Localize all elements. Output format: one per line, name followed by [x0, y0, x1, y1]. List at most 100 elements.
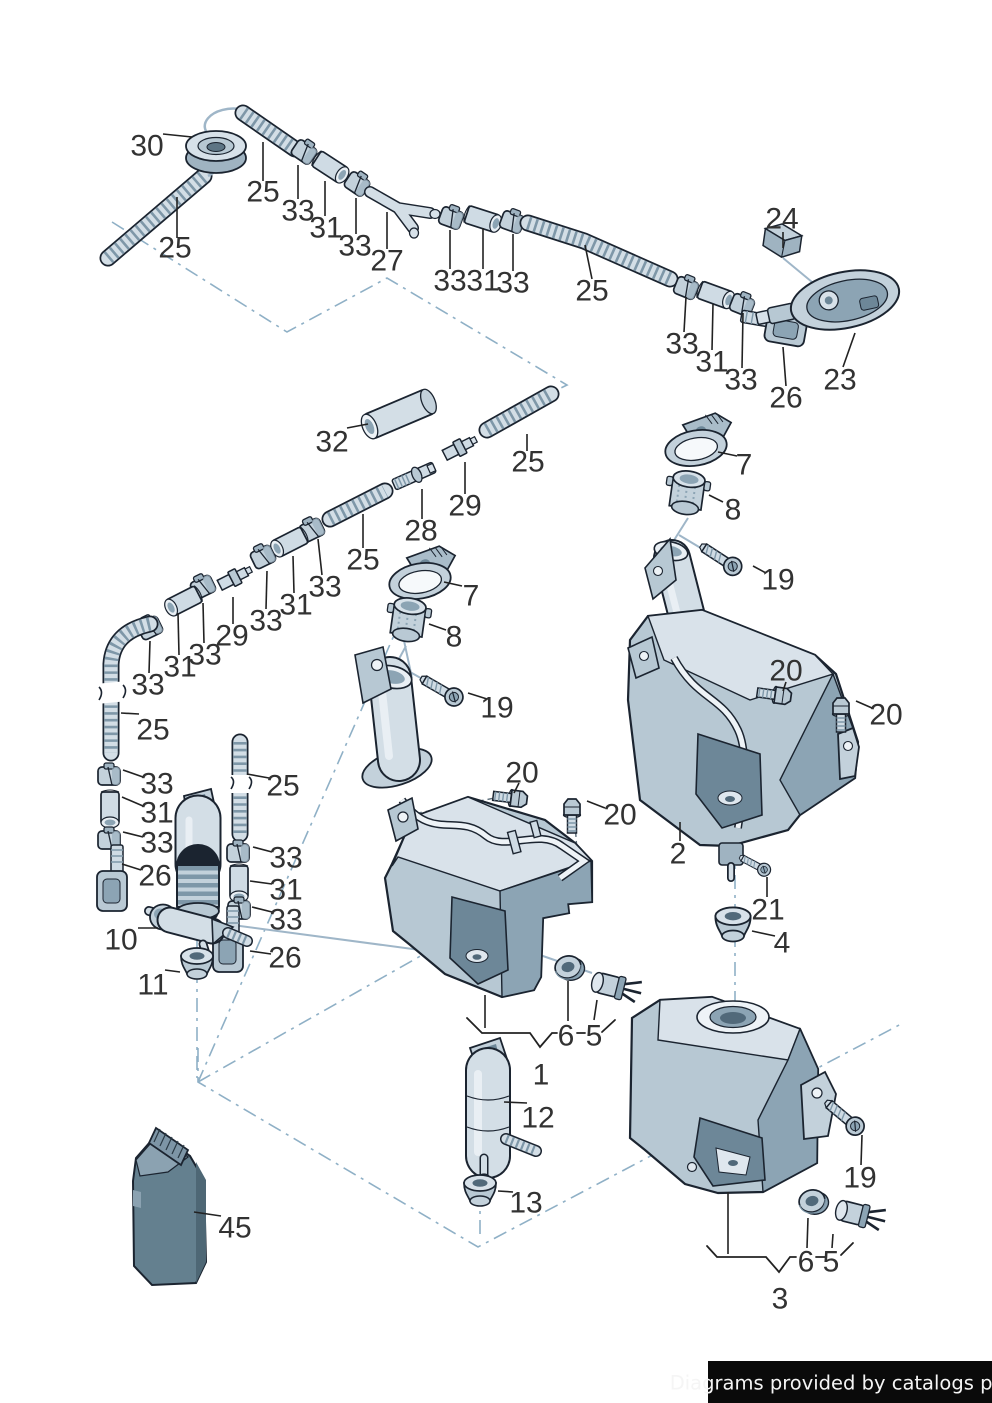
washer-pump-bellows [174, 787, 222, 928]
construction-line-2 [197, 1022, 904, 1248]
part-label-30: 30 [130, 130, 163, 163]
footer-credit-text: Diagrams provided by catalogs parts [670, 1372, 992, 1395]
screw-19 [695, 537, 747, 580]
y-connector-27 [364, 186, 441, 239]
leader-line-41 [249, 880, 273, 885]
connector-29 [215, 561, 256, 594]
strainer-8 [661, 467, 713, 519]
leader-line-12 [711, 303, 714, 351]
leader-line-34 [121, 796, 144, 807]
leader-line-15 [842, 332, 856, 368]
washer-pump-12 [465, 1036, 542, 1181]
part-label-1: 1 [533, 1059, 550, 1092]
fluid-bottle-45 [131, 1126, 208, 1287]
leader-line-32 [467, 692, 488, 700]
leader-line-63 [193, 1211, 222, 1217]
part-label-24: 24 [765, 203, 798, 236]
part-label-19c: 19 [843, 1162, 876, 1195]
tank-pocket [449, 895, 509, 985]
part-label-23: 23 [823, 364, 856, 397]
pump-connector-10 [144, 903, 253, 962]
part-label-26a: 26 [769, 382, 802, 415]
reservoir-tank-2 [626, 537, 860, 882]
part-label-6b: 6 [798, 1246, 815, 1279]
group-bracket-2 [601, 1019, 616, 1033]
leader-line-55 [855, 700, 873, 709]
part-label-31a: 31 [309, 212, 342, 245]
part-label-12: 12 [521, 1102, 554, 1135]
part-label-20c: 20 [769, 655, 802, 688]
part-label-6a: 6 [558, 1020, 575, 1053]
hose-run-cowl [95, 385, 560, 762]
leader-line-58 [751, 930, 776, 937]
part-label-19a: 19 [480, 692, 513, 725]
strainer-8 [382, 594, 434, 646]
hose-channel [399, 798, 589, 881]
part-label-33l: 33 [140, 827, 173, 860]
axis-line-0 [782, 257, 813, 283]
level-sensor-5 [588, 968, 646, 1006]
part-label-4: 4 [774, 927, 791, 960]
leader-line-22 [317, 538, 323, 576]
part-label-25d: 25 [136, 714, 169, 747]
pump-group-left [96, 733, 253, 980]
part-label-33a: 33 [281, 195, 314, 228]
part-label-31e: 31 [163, 651, 196, 684]
part-label-5b: 5 [823, 1246, 840, 1279]
part-label-25c: 25 [575, 275, 608, 308]
part-label-33j: 33 [131, 669, 164, 702]
part-label-33c: 33 [433, 265, 466, 298]
part-label-19b: 19 [761, 564, 794, 597]
leader-line-39 [246, 773, 270, 779]
leader-line-11 [683, 296, 687, 333]
part-label-33b: 33 [338, 230, 371, 263]
part-label-33d: 33 [496, 267, 529, 300]
leader-line-31 [428, 623, 447, 631]
leader-line-14 [782, 346, 787, 387]
leader-line-38 [164, 969, 181, 973]
part-label-5a: 5 [586, 1020, 603, 1053]
part-label-31d: 31 [279, 589, 312, 622]
reservoir-tank-3 [628, 995, 837, 1195]
leader-line-29 [120, 712, 140, 715]
connector-28 [389, 458, 439, 494]
leader-line-43 [249, 950, 272, 955]
leader-line-0 [162, 133, 193, 138]
part-label-25h: 25 [266, 770, 299, 803]
leader-line-33 [122, 769, 144, 778]
part-label-26c: 26 [268, 942, 301, 975]
leader-line-26 [202, 602, 205, 644]
leader-line-52 [708, 494, 724, 503]
hose-run-front [99, 104, 901, 349]
coiled-hose-25-top [234, 104, 304, 158]
part-label-21: 21 [751, 894, 784, 927]
leader-line-40 [252, 846, 273, 853]
part-label-3: 3 [772, 1283, 789, 1316]
mount-arm [800, 1070, 837, 1141]
leader-line-44 [513, 782, 520, 794]
leader-line-50 [497, 1190, 514, 1193]
leader-line-17 [346, 423, 369, 429]
leader-line-53 [752, 565, 767, 574]
part-label-31f: 31 [140, 797, 173, 830]
leader-line-10 [584, 244, 593, 280]
bolt-20 [562, 798, 582, 834]
leader-lines-layer [120, 133, 873, 1254]
leader-line-54 [782, 681, 787, 692]
filler-cap-7 [383, 542, 463, 605]
leader-line-49 [503, 1101, 528, 1104]
footer-credit-bar: Diagrams provided by catalogs parts [670, 1361, 992, 1403]
part-label-33k: 33 [140, 768, 173, 801]
part-label-2: 2 [670, 838, 687, 871]
part-label-27: 27 [370, 245, 403, 278]
coiled-hose-25-left [99, 167, 213, 267]
part-label-33h: 33 [249, 605, 282, 638]
leader-line-59 [860, 1134, 863, 1166]
part-label-33g: 33 [308, 571, 341, 604]
part-label-31b: 31 [466, 265, 499, 298]
connector-tube-31 [229, 863, 249, 903]
part-label-8b: 8 [725, 494, 742, 527]
reservoir-tank-1 [354, 645, 594, 999]
